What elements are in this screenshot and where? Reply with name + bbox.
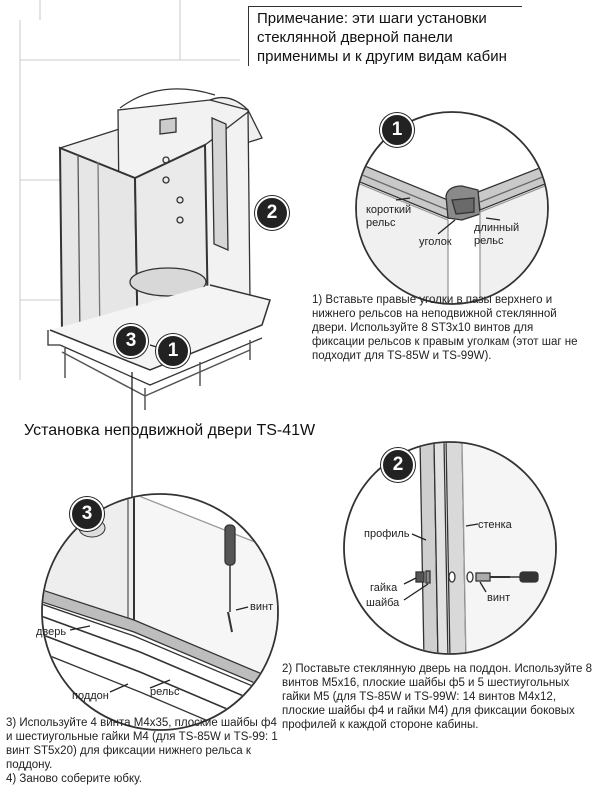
step-3-text: 3) Используйте 4 винта M4x35, плоские ша…: [6, 717, 278, 771]
note-line-3: применимы и к другим видам кабин: [257, 48, 507, 65]
label-profile: профиль: [364, 528, 410, 540]
label-screw-detail2: винт: [487, 592, 511, 604]
label-long-rail: длинный рельс: [474, 222, 520, 247]
step-badge-3-detail: 3: [70, 497, 104, 531]
label-nut: гайка: [370, 582, 398, 594]
label-washer: шайба: [366, 597, 400, 609]
step-badge-2-detail: 2: [381, 448, 415, 482]
label-rail: рельс: [150, 686, 180, 698]
detail-2-circle: [343, 441, 557, 655]
step-2-text: 2) Поставьте стеклянную дверь на поддон.…: [282, 663, 593, 731]
note-box: Примечание: эти шаги установки стеклянно…: [248, 6, 522, 66]
step-1-text: 1) Вставьте правые уголки в пазы верхнег…: [312, 294, 578, 362]
step-badge-1-cabin: 1: [156, 334, 190, 368]
note-line-2: стеклянной дверной панели: [257, 29, 453, 46]
note-line-1: Примечание: эти шаги установки: [257, 10, 487, 27]
label-short-rail: короткий рельс: [366, 204, 412, 229]
step-4-text: 4) Заново соберите юбку.: [6, 773, 142, 785]
step-badge-1-detail: 1: [380, 113, 414, 147]
figure-caption: Установка неподвижной двери TS-41W: [24, 422, 316, 439]
label-door: дверь: [36, 626, 67, 638]
shower-cabin-drawing: [19, 0, 271, 410]
detail-1-circle: [355, 111, 549, 305]
step-badge-3-cabin: 3: [114, 324, 148, 358]
label-corner: уголок: [419, 236, 452, 248]
step-badge-2-cabin: 2: [255, 196, 289, 230]
label-wall: стенка: [478, 519, 512, 531]
label-screw-detail3: винт: [250, 601, 274, 613]
label-tray: поддон: [72, 690, 109, 702]
wall-tiles: [19, 0, 240, 380]
